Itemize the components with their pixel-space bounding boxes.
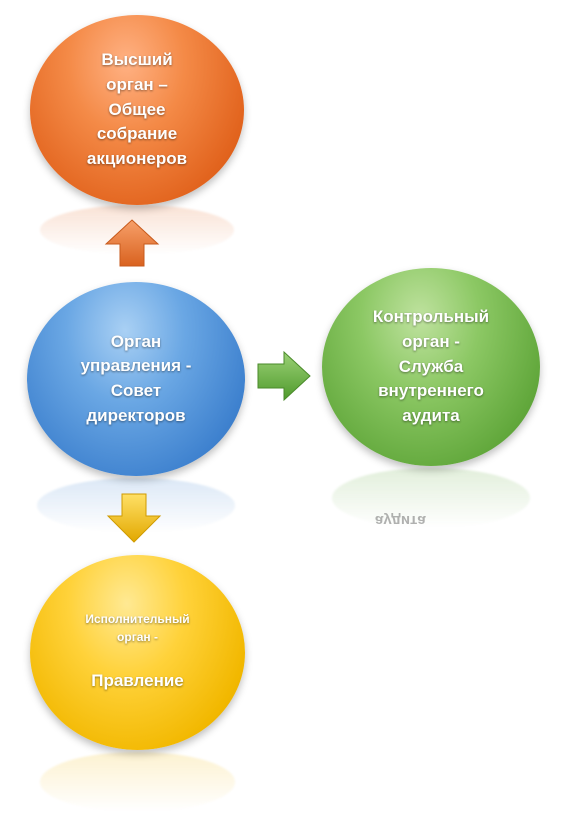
node-board-of-directors-label: Орган управления - Совет директоров (80, 331, 192, 425)
arrow-right-icon (257, 350, 311, 402)
arrow-up-icon (104, 219, 160, 267)
node-shareholders-meeting: Высший орган – Общее собрание акционеров (30, 15, 244, 205)
node-shareholders-meeting-label: Высший орган – Общее собрание акционеров (86, 50, 188, 168)
node-internal-audit: Контрольный орган - Служба внутреннего а… (322, 268, 540, 466)
node-executive-board-label: Исполнительный орган - Правление (67, 588, 207, 717)
node-executive-board-label-small: Исполнительный орган - (85, 612, 190, 644)
node-executive-board: Исполнительный орган - Правление (30, 555, 245, 750)
node-executive-board-label-big: Правление (91, 671, 184, 691)
right-node-reflection-text: аудита (375, 512, 426, 529)
arrow-down-icon (106, 493, 162, 543)
right-node-reflection (332, 468, 530, 528)
node-internal-audit-label: Контрольный орган - Служба внутреннего а… (372, 307, 490, 425)
node-board-of-directors: Орган управления - Совет директоров (27, 282, 245, 476)
bottom-node-reflection (40, 752, 235, 812)
